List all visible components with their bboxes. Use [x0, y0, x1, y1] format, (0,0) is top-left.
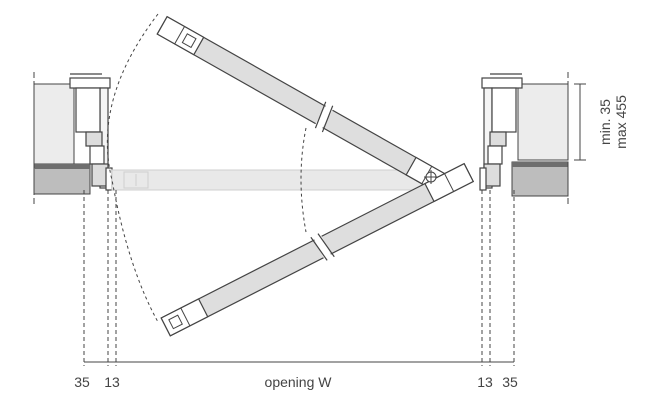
door-swing-arc — [106, 13, 159, 323]
door-upper-end-profile — [156, 15, 205, 56]
door-upper-break-a — [321, 105, 334, 133]
left-wall-dark-band — [34, 164, 90, 169]
door-lower-end-slot — [168, 314, 183, 330]
door-lower-break-a — [317, 233, 335, 258]
left-frame-clip-b — [89, 145, 105, 165]
depth-max-label: max 455 — [613, 95, 629, 149]
door-closed-profile — [123, 171, 149, 189]
right-wall-insulation — [517, 83, 569, 161]
dim-opening: opening W — [265, 374, 333, 390]
right-frame-outer — [481, 77, 523, 89]
depth-dimension — [574, 83, 586, 161]
right-frame-clip-a — [489, 131, 507, 147]
left-frame-outer — [69, 77, 111, 89]
door-lower-break-gap — [313, 234, 332, 260]
depth-min-label: min. 35 — [597, 99, 613, 145]
door-upper-break-b — [314, 101, 327, 129]
dim-right-outer: 35 — [502, 374, 518, 390]
left-frame-seal — [105, 167, 113, 191]
door-lower-end-profile — [160, 298, 209, 337]
door-lower-end-rib — [180, 307, 191, 327]
right-wall — [511, 72, 569, 205]
right-frame-clip-b — [487, 145, 503, 165]
door-open-lower — [160, 162, 475, 337]
right-wall-masonry — [511, 161, 569, 197]
pivot-crosshair-icon — [424, 170, 438, 184]
dim-right-inner: 13 — [477, 374, 493, 390]
door-open-upper — [156, 15, 449, 194]
door-upper-end-slot — [181, 33, 197, 49]
door-lower-break-b — [310, 236, 328, 261]
dim-left-inner: 13 — [104, 374, 120, 390]
door-lower-pivot-rib — [444, 173, 455, 192]
right-frame-inner — [491, 87, 517, 133]
dimension-extension-lines — [83, 190, 515, 366]
right-wall-dark-band — [512, 162, 568, 167]
left-frame-inner — [75, 87, 101, 133]
left-wall-insulation — [33, 83, 75, 165]
right-frame-seal — [479, 167, 487, 191]
dim-left-outer: 35 — [74, 374, 90, 390]
left-frame-clip-a — [85, 131, 103, 147]
left-wall — [33, 72, 91, 205]
right-frame-profile — [479, 73, 523, 191]
left-frame-profile — [69, 73, 113, 191]
door-upper-end-rib — [174, 26, 185, 45]
door-closed-panel — [111, 169, 429, 191]
door-closed-ghost — [111, 169, 429, 191]
door-upper-break-gap — [314, 104, 334, 130]
